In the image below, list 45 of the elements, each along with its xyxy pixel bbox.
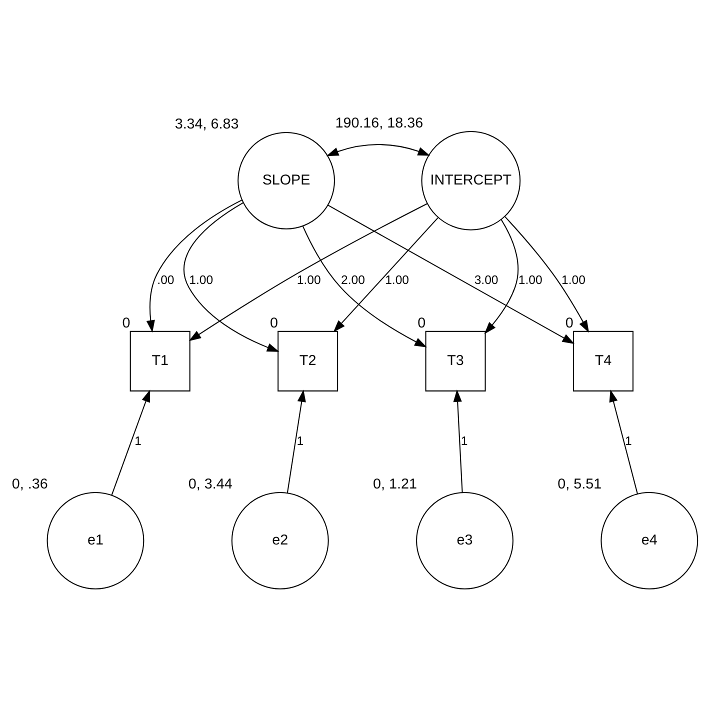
edge-label: 1.00 <box>385 272 410 286</box>
node-label: 0, 3.44 <box>188 476 232 492</box>
arrow <box>146 199 242 332</box>
arrow <box>302 225 427 347</box>
node-label: 0, 5.51 <box>558 476 602 492</box>
node-circle: e2 <box>231 491 329 589</box>
node-label: 0, 1.21 <box>373 476 417 492</box>
node-label: 0 <box>122 315 130 332</box>
node-label: 0 <box>270 315 278 332</box>
edge-label: 1.00 <box>296 272 321 286</box>
edge-label: 3.00 <box>474 272 498 286</box>
arrow <box>504 216 590 332</box>
arrow <box>326 144 430 156</box>
arrow <box>609 389 638 494</box>
edge-label: 1 <box>624 433 632 448</box>
node-label: 0, .36 <box>12 476 48 492</box>
edge-label: 1 <box>134 433 142 448</box>
node-label: 0 <box>418 315 426 332</box>
edge-label: .00 <box>157 272 174 286</box>
node-box: T2 <box>278 330 338 391</box>
arrow <box>183 202 280 352</box>
node-circle: e4 <box>600 491 698 589</box>
edge-label: 1.00 <box>518 272 542 286</box>
arrow <box>328 204 575 344</box>
arrow <box>484 218 519 334</box>
arrow <box>111 389 150 495</box>
node-label: 3.34, 6.83 <box>174 116 239 132</box>
arrow <box>286 389 306 492</box>
node-label: 0 <box>565 315 574 332</box>
arrow <box>188 202 428 341</box>
edge-label: 2.00 <box>340 272 365 286</box>
arrow <box>453 389 463 492</box>
arrow <box>333 216 438 332</box>
node-box: T4 <box>572 330 634 391</box>
node-circle: e1 <box>46 491 144 589</box>
edge-label: 1 <box>460 433 468 448</box>
edge-label: 1.00 <box>189 272 214 286</box>
edge-label: 1 <box>296 433 304 448</box>
node-circle: INTERCEPT <box>421 130 521 230</box>
node-box: T3 <box>425 330 486 391</box>
node-box: T1 <box>130 330 190 391</box>
node-label: 190.16, 18.36 <box>335 115 424 132</box>
node-circle: SLOPE <box>238 131 335 229</box>
node-circle: e3 <box>416 491 514 589</box>
edge-label: 1.00 <box>562 272 586 286</box>
